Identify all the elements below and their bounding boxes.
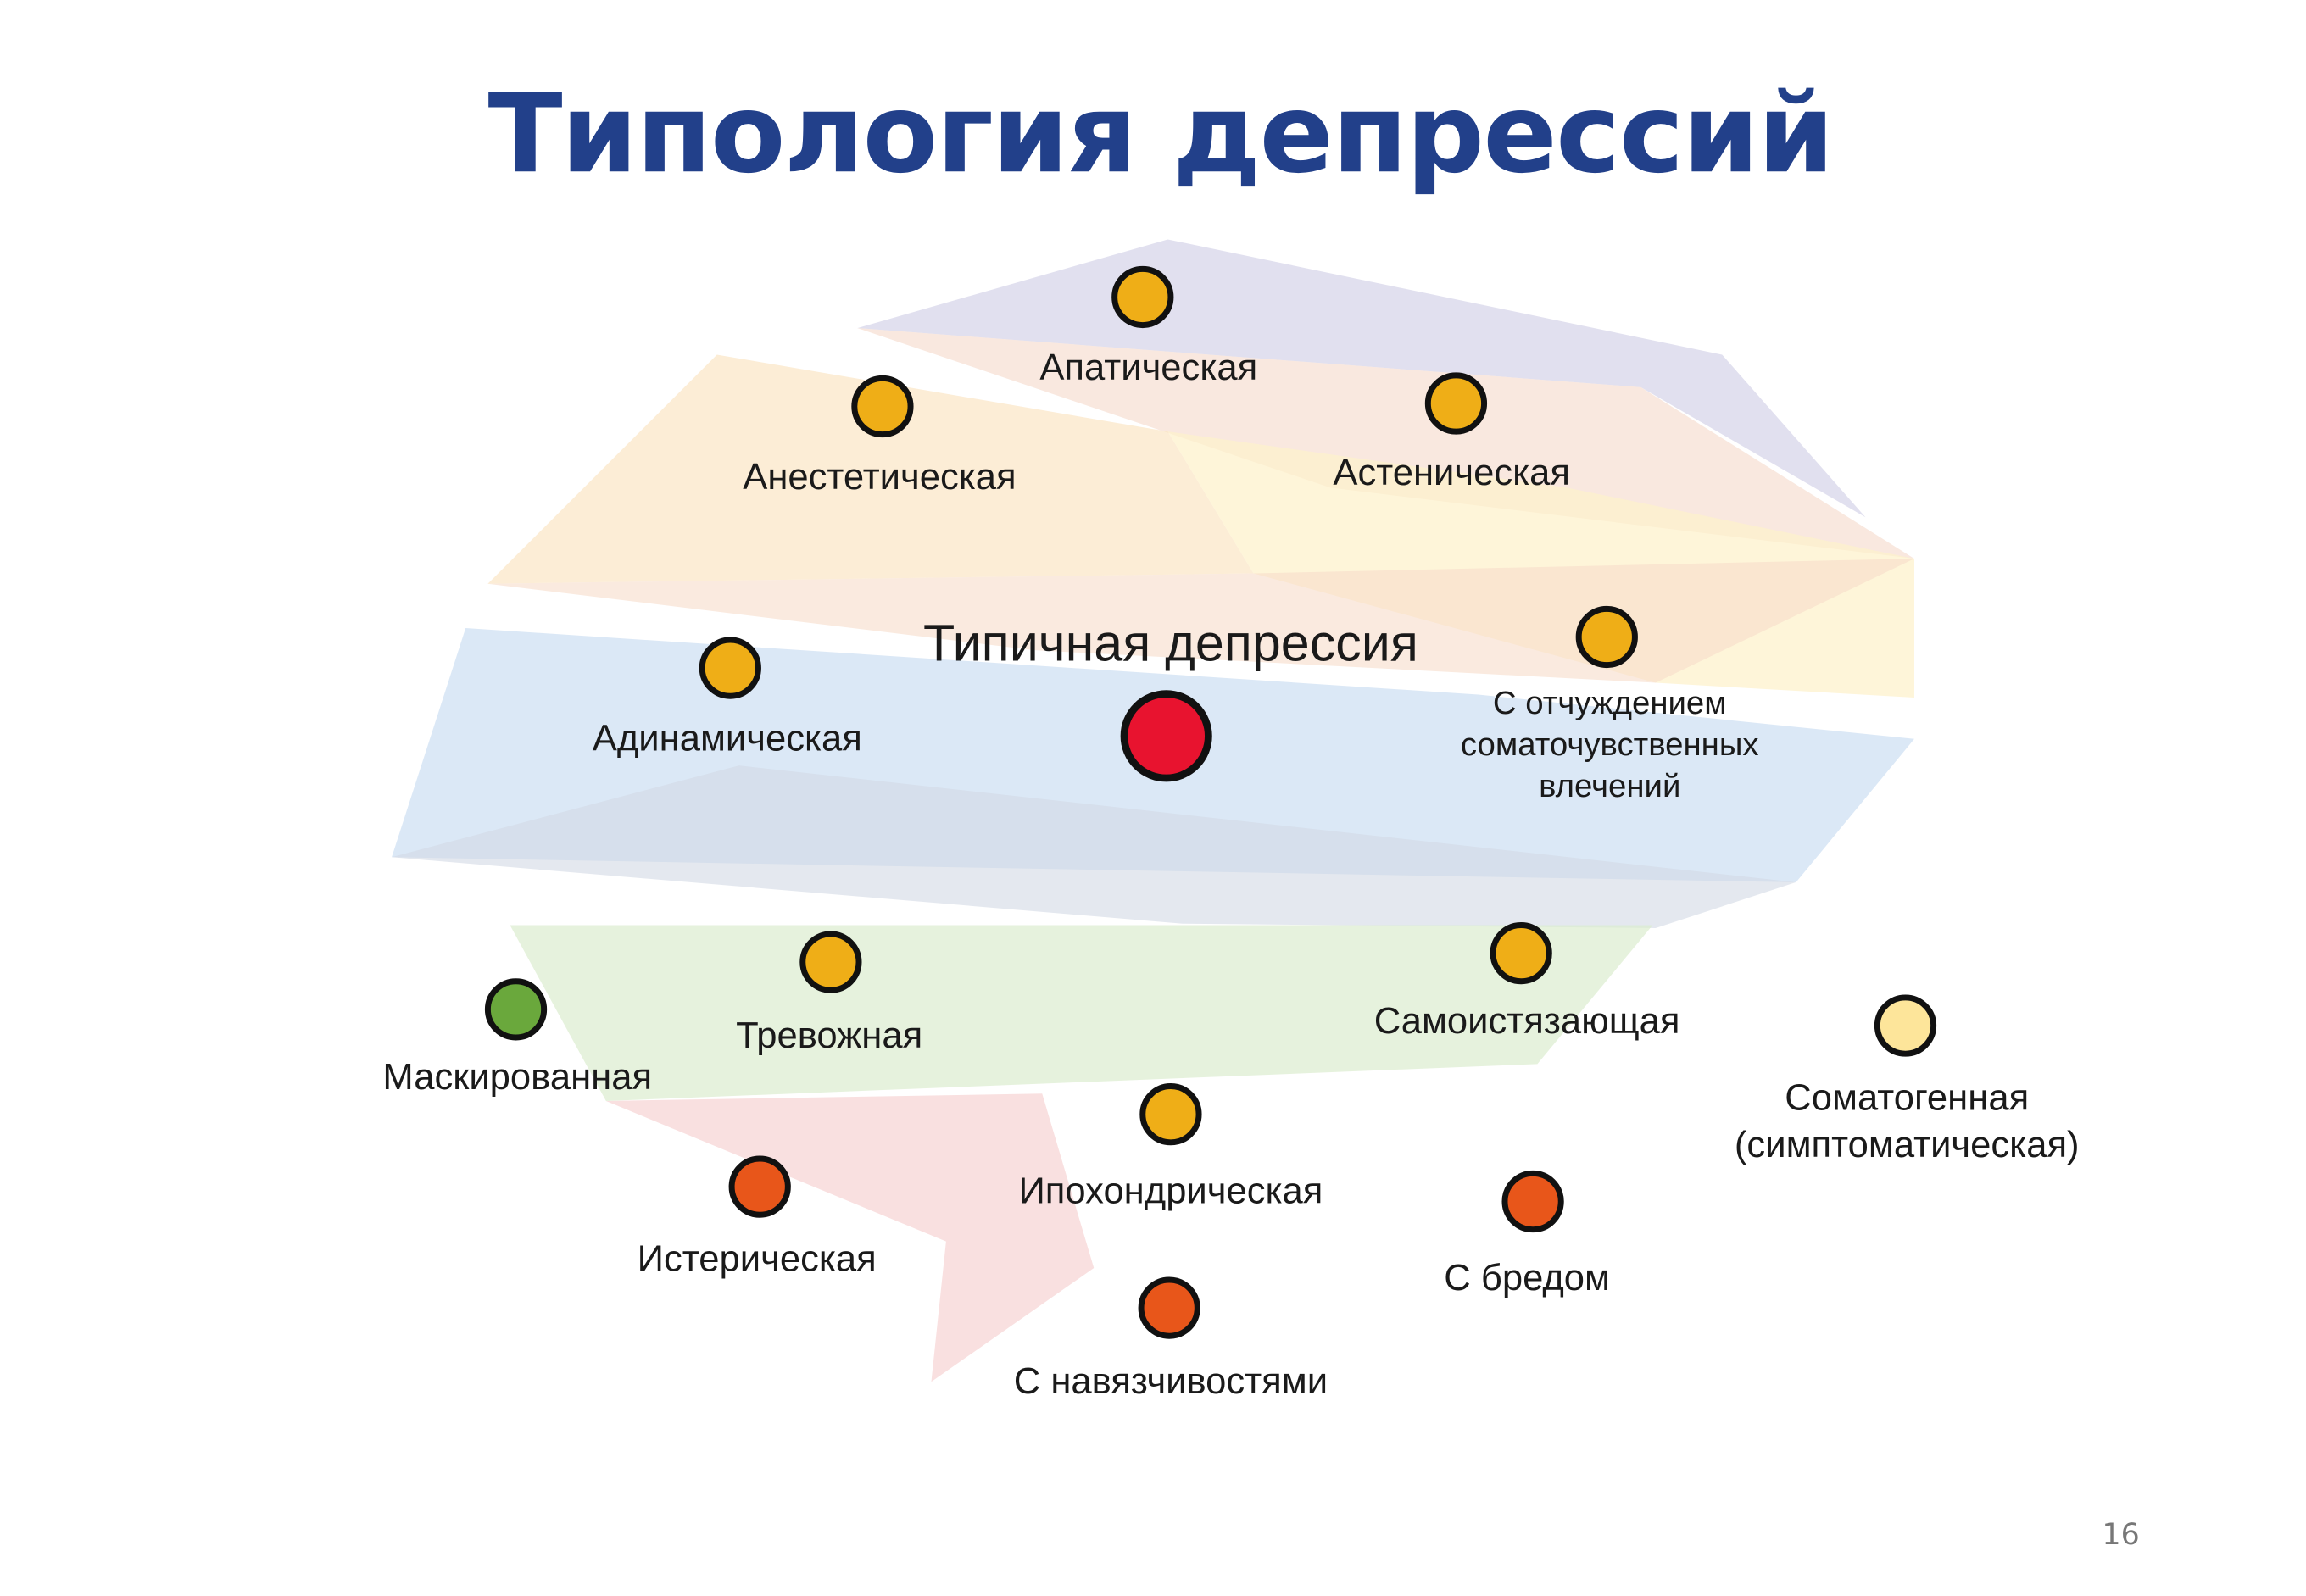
node-dot-anesthetic	[851, 375, 914, 438]
node-dot-masked	[484, 978, 548, 1041]
ribbon-orange	[487, 354, 1254, 584]
node-label-typical: Типичная депрессия	[922, 614, 1418, 673]
node-dot-adynamic	[699, 637, 761, 699]
page-number: 16	[2102, 1515, 2140, 1552]
node-label-anxious: Тревожная	[736, 1015, 923, 1057]
label-line: С отчуждением	[1492, 684, 1727, 721]
node-dot-asthenic	[1424, 372, 1488, 435]
label-line: соматочувственных	[1460, 726, 1759, 763]
ribbon-grey	[392, 765, 1796, 928]
node-dot-delusional	[1501, 1170, 1564, 1233]
node-dot-self-torturing	[1490, 922, 1552, 985]
node-dot-anxious	[799, 931, 862, 993]
ribbon-purple	[857, 239, 1866, 518]
node-label-hysterical: Истерическая	[637, 1238, 877, 1280]
node-dot-hysterical	[728, 1155, 791, 1218]
node-label-hypochondriac: Ипохондрическая	[1018, 1170, 1323, 1212]
node-label-asthenic: Астеническая	[1333, 452, 1571, 494]
node-label-masked: Маскированная	[382, 1056, 653, 1098]
node-label-apathetic: Апатическая	[1039, 347, 1258, 389]
label-line: Соматогенная	[1785, 1077, 2030, 1119]
ribbon-peach	[857, 328, 1914, 559]
node-label-delusional: С бредом	[1444, 1257, 1611, 1299]
node-label-alienation: С отчуждением соматочувственных влечений	[1461, 683, 1759, 807]
page-title: Типология депрессий	[487, 70, 1835, 198]
label-line: влечений	[1539, 766, 1681, 804]
label-line: (симптоматическая)	[1734, 1124, 2080, 1166]
node-dot-somatogenic	[1874, 994, 1937, 1057]
node-dot-alienation	[1575, 605, 1638, 669]
node-dot-apathetic	[1111, 265, 1174, 329]
node-label-self-torturing: Самоистязающая	[1373, 1000, 1680, 1043]
node-label-adynamic: Адинамическая	[592, 718, 862, 760]
node-dot-obsessive	[1138, 1276, 1200, 1339]
node-dot-typical	[1120, 690, 1212, 782]
ribbon-red	[605, 1093, 1095, 1382]
node-dot-hypochondriac	[1139, 1083, 1202, 1146]
node-label-somatogenic: Соматогенная (симптоматическая)	[1735, 1075, 2080, 1170]
ribbon-peach-2	[487, 559, 1914, 683]
node-label-obsessive: С навязчивостями	[1013, 1360, 1328, 1403]
ribbon-green	[510, 925, 1653, 1101]
node-label-anesthetic: Анестетическая	[743, 456, 1017, 498]
